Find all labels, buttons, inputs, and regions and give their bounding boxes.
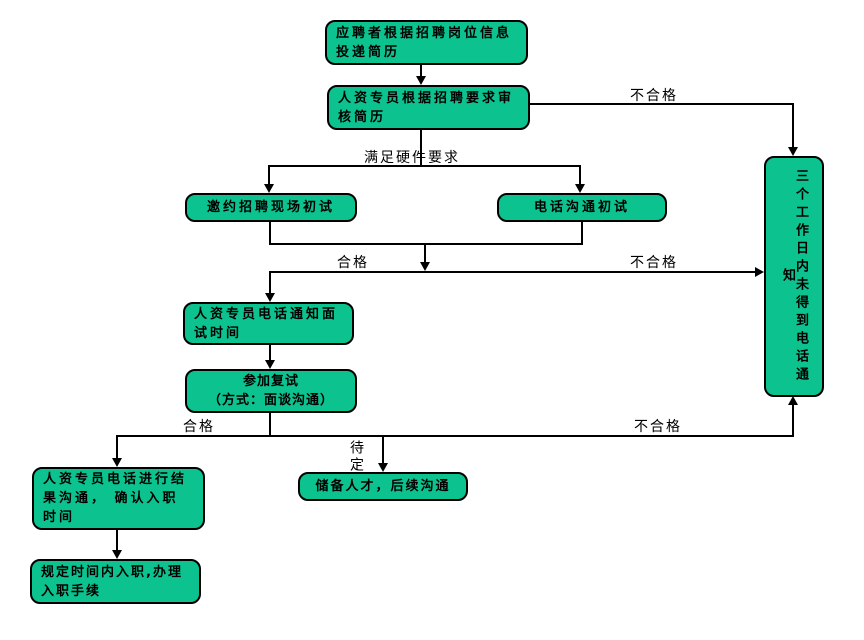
connector-line [579,165,581,185]
connector-line [269,271,755,273]
flow-node-label: 邀约招聘现场初试 [206,200,335,215]
flow-node-submit-resume: 应聘者根据招聘岗位信息投递简历 [325,20,528,65]
connector-line [382,435,384,464]
arrowhead-down [420,262,430,271]
connector-line [269,243,583,245]
connector-line [268,165,270,185]
arrowhead-down [788,147,798,156]
connector-line [269,222,271,245]
connector-line [116,530,118,551]
arrowhead-down [575,184,585,193]
arrowhead-up [788,396,798,405]
connector-line [269,345,271,361]
flow-node-review-resume: 人资专员根据招聘要求审核简历 [327,85,530,130]
connector-line [420,129,422,166]
edge-label-unqualified-bottom: 不合格 [634,419,682,435]
edge-label-qualified-bottom: 合格 [183,419,215,435]
arrowhead-down [265,293,275,302]
flow-node-label: 人资专员根据招聘要求审核简历 [338,90,515,125]
connector-line [269,273,271,294]
connector-line [792,405,794,437]
connector-line [268,165,581,167]
flow-node-label: 人资专员电话进行结果沟通， 确认入职时间 [43,472,188,525]
flow-node-talent-pool: 储备人才，后续沟通 [298,472,468,501]
flow-node-label: 电话沟通初试 [533,200,630,215]
arrowhead-down [265,360,275,369]
connector-line [116,435,794,437]
flow-node-notify-interview-time: 人资专员电话通知面试时间 [183,302,354,345]
flow-node-label: 人资专员电话通知面试时间 [194,306,339,341]
arrowhead-right [755,267,764,277]
arrowhead-down [378,463,388,472]
edge-label-qualified-mid: 合格 [337,255,369,271]
connector-line [581,222,583,245]
connector-line [420,64,422,78]
arrowhead-down [112,550,122,559]
edge-label-unqualified-top: 不合格 [630,88,678,104]
connector-line [792,103,794,148]
flow-node-onboarding: 规定时间内入职,办理入职手续 [30,559,201,604]
flow-node-label: 应聘者根据招聘岗位信息投递简历 [336,25,513,60]
edge-label-meets-hardware-requirements: 满足硬件要求 [364,150,460,166]
edge-label-pending: 待定 [348,440,364,474]
connector-line [530,103,794,105]
flow-node-onsite-first-interview: 邀约招聘现场初试 [185,193,357,222]
flow-node-label: 规定时间内入职,办理入职手续 [41,564,183,599]
arrowhead-down [264,184,274,193]
connector-line [269,413,271,437]
flow-node-label: 三个工作日内未得到电话通知 [780,168,808,385]
arrowhead-down [416,76,426,85]
flow-node-second-interview: 参加复试 （方式：面谈沟通） [185,369,357,413]
connector-line [424,243,426,263]
connector-line [116,435,118,459]
flow-node-no-phone-notice: 三个工作日内未得到电话通知 [764,156,824,397]
edge-label-unqualified-mid: 不合格 [630,255,678,271]
flow-node-label: 储备人才，后续沟通 [315,479,451,494]
flow-node-label: 参加复试 （方式：面谈沟通） [207,374,334,408]
arrowhead-down [112,458,122,467]
flow-node-phone-first-interview: 电话沟通初试 [497,193,667,222]
flow-node-result-communication: 人资专员电话进行结果沟通， 确认入职时间 [32,467,205,530]
